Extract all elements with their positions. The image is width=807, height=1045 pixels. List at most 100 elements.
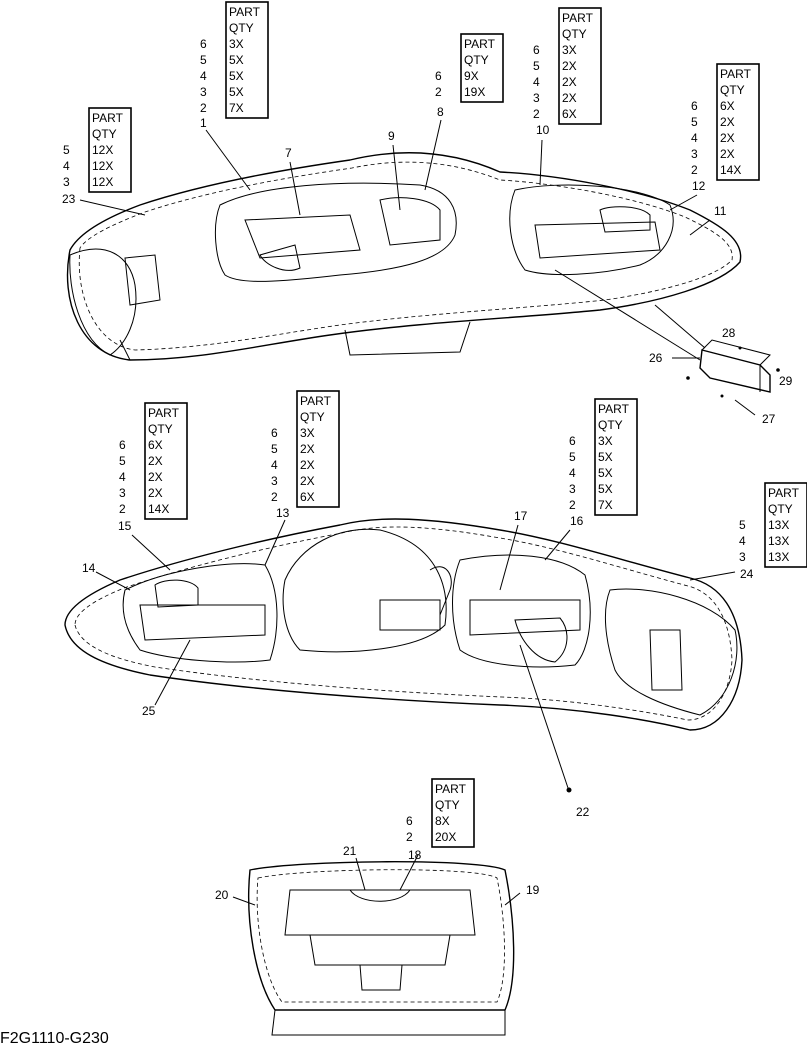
- table-part-number: 4: [533, 75, 540, 89]
- callout-25: 25: [142, 704, 156, 718]
- table-frame: [296, 390, 340, 508]
- table-part-number: 4: [691, 131, 698, 145]
- table-qty-value: 3X: [229, 37, 244, 51]
- table-qty-value: 6X: [148, 438, 163, 452]
- table-frame: [594, 398, 638, 516]
- callout-23: 23: [62, 192, 76, 206]
- table-part-number: 2: [200, 101, 207, 115]
- table-header-qty: QTY: [720, 83, 745, 97]
- table-frame: [225, 1, 269, 119]
- callout-29: 29: [779, 374, 793, 388]
- callout-1: 1: [200, 116, 207, 130]
- table-qty-value: 3X: [300, 426, 315, 440]
- table-part-number: 5: [119, 454, 126, 468]
- table-part-number: 3: [271, 474, 278, 488]
- callout-19: 19: [526, 883, 540, 897]
- table-header-part: PART: [720, 67, 752, 81]
- table-qty-value: 2X: [562, 59, 577, 73]
- callout-14: 14: [82, 561, 96, 575]
- table-frame: [558, 7, 602, 125]
- table-header-part: PART: [464, 37, 496, 51]
- table-qty-value: 2X: [300, 458, 315, 472]
- table-part-number: 3: [533, 91, 540, 105]
- table-qty-value: 14X: [720, 163, 741, 177]
- table-part-number: 5: [569, 450, 576, 464]
- table-part-number: 5: [271, 442, 278, 456]
- table-part-number: 6: [533, 43, 540, 57]
- table-part-number: 3: [119, 486, 126, 500]
- table-header-qty: QTY: [229, 21, 254, 35]
- table-qty-value: 2X: [720, 131, 735, 145]
- callout-13: 13: [276, 506, 290, 520]
- table-header-qty: QTY: [768, 502, 793, 516]
- table-part-number: 2: [406, 830, 413, 844]
- table-header-qty: QTY: [562, 27, 587, 41]
- table-qty-value: 12X: [92, 175, 113, 189]
- table-qty-value: 5X: [229, 69, 244, 83]
- callout-26: 26: [649, 351, 663, 365]
- table-qty-value: 13X: [768, 534, 789, 548]
- table-qty-value: 5X: [229, 85, 244, 99]
- callout-10: 10: [536, 123, 550, 137]
- table-qty-value: 5X: [229, 53, 244, 67]
- table-qty-value: 2X: [148, 454, 163, 468]
- table-part-number: 5: [533, 59, 540, 73]
- table-part-number: 5: [63, 143, 70, 157]
- callout-18: 18: [408, 848, 422, 862]
- callout-16: 16: [570, 514, 584, 528]
- callout-9: 9: [388, 129, 395, 143]
- table-header-qty: QTY: [598, 418, 623, 432]
- table-qty-value: 19X: [464, 85, 485, 99]
- callout-12: 12: [692, 179, 706, 193]
- table-qty-value: 14X: [148, 502, 169, 516]
- table-qty-value: 13X: [768, 518, 789, 532]
- table-part-number: 3: [691, 147, 698, 161]
- callout-11: 11: [714, 204, 727, 218]
- callout-15: 15: [118, 519, 132, 533]
- table-frame: [764, 482, 807, 568]
- table-frame: [144, 402, 188, 520]
- table-header-part: PART: [300, 394, 332, 408]
- table-part-number: 3: [200, 85, 207, 99]
- table-part-number: 3: [63, 175, 70, 189]
- table-part-number: 2: [119, 502, 126, 516]
- callout-7: 7: [285, 146, 292, 160]
- table-qty-value: 5X: [598, 482, 613, 496]
- callout-8: 8: [437, 105, 444, 119]
- table-qty-value: 12X: [92, 143, 113, 157]
- table-qty-value: 20X: [435, 830, 456, 844]
- table-qty-value: 6X: [562, 107, 577, 121]
- table-header-qty: QTY: [464, 53, 489, 67]
- table-qty-value: 9X: [464, 69, 479, 83]
- table-header-part: PART: [768, 486, 800, 500]
- table-qty-value: 3X: [598, 434, 613, 448]
- table-part-number: 2: [435, 85, 442, 99]
- table-part-number: 6: [435, 69, 442, 83]
- table-header-part: PART: [435, 782, 467, 796]
- table-qty-value: 2X: [562, 91, 577, 105]
- leader-lines: [79, 119, 756, 906]
- callout-24: 24: [740, 567, 754, 581]
- table-qty-value: 6X: [300, 490, 315, 504]
- lower-deck-drawing: [64, 518, 743, 793]
- table-part-number: 2: [533, 107, 540, 121]
- table-qty-value: 6X: [720, 99, 735, 113]
- table-part-number: 6: [119, 438, 126, 452]
- table-part-number: 3: [739, 550, 746, 564]
- table-part-number: 6: [406, 814, 413, 828]
- callout-numbers: 7 9 11 14 17 19 20 21 22 25 26 27 28 29: [82, 129, 793, 902]
- table-header-part: PART: [598, 402, 630, 416]
- table-qty-value: 8X: [435, 814, 450, 828]
- table-part-number: 4: [569, 466, 576, 480]
- bracket-part-drawing: [554, 269, 780, 398]
- table-qty-value: 2X: [562, 75, 577, 89]
